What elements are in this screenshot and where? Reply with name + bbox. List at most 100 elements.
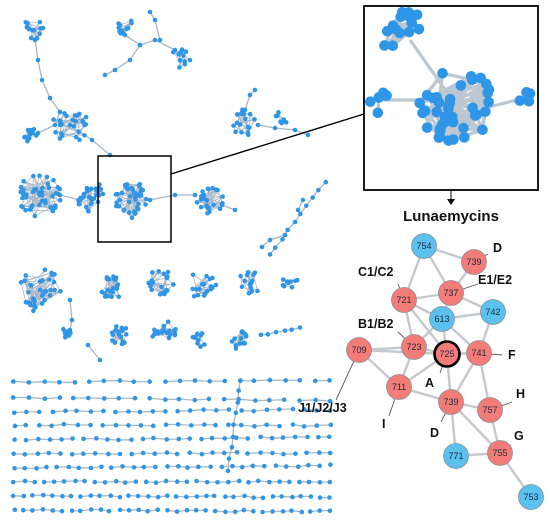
overview-node bbox=[31, 126, 37, 132]
overview-node bbox=[113, 328, 118, 333]
inset-node bbox=[465, 71, 477, 82]
overview-node bbox=[114, 283, 120, 289]
cluster-node-circle bbox=[461, 249, 487, 275]
overview-node bbox=[122, 32, 128, 38]
overview-node bbox=[53, 130, 58, 135]
overview-node bbox=[26, 300, 32, 306]
overview-node bbox=[47, 437, 53, 442]
overview-edge bbox=[119, 379, 134, 383]
overview-node bbox=[192, 397, 198, 403]
overview-node bbox=[35, 451, 41, 456]
overview-node bbox=[327, 408, 333, 413]
overview-node bbox=[22, 478, 28, 484]
overview-node bbox=[153, 464, 158, 470]
overview-node bbox=[172, 192, 178, 198]
overview-node bbox=[52, 122, 58, 128]
inset-nodes bbox=[365, 6, 536, 146]
overview-node bbox=[281, 117, 287, 122]
overview-node bbox=[297, 325, 303, 330]
overview-node bbox=[251, 378, 257, 384]
overview-edge bbox=[44, 381, 60, 383]
overview-node bbox=[84, 204, 89, 210]
overview-node bbox=[273, 329, 279, 335]
overview-node bbox=[78, 494, 83, 499]
overview-edge bbox=[315, 379, 330, 382]
inset-node bbox=[381, 25, 393, 37]
overview-node bbox=[99, 464, 104, 470]
overview-node bbox=[226, 407, 232, 412]
inset-node bbox=[427, 92, 439, 104]
overview-node bbox=[160, 328, 165, 334]
overview-node bbox=[66, 464, 72, 470]
overview-node bbox=[12, 437, 17, 442]
overview-node bbox=[23, 437, 29, 443]
overview-node bbox=[163, 397, 168, 402]
overview-node bbox=[72, 113, 78, 118]
overview-node bbox=[58, 451, 63, 456]
overview-node bbox=[264, 422, 269, 428]
overview-node bbox=[220, 194, 225, 199]
overview-node bbox=[297, 479, 302, 485]
overview-node bbox=[203, 508, 208, 513]
overview-node bbox=[31, 303, 37, 309]
overview-node bbox=[252, 117, 257, 122]
overview-edge bbox=[37, 124, 56, 134]
overview-node bbox=[114, 324, 119, 329]
overview-node bbox=[327, 495, 332, 500]
overview-node bbox=[272, 125, 278, 131]
overview-node bbox=[194, 287, 199, 292]
overview-edge bbox=[149, 397, 166, 401]
overview-node bbox=[283, 464, 289, 469]
overview-node bbox=[190, 272, 196, 278]
overview-node bbox=[81, 191, 87, 197]
overview-node bbox=[237, 378, 243, 383]
overview-node bbox=[37, 287, 43, 293]
overview-node bbox=[77, 137, 82, 143]
overview-node bbox=[97, 357, 103, 363]
overview-node bbox=[174, 509, 180, 514]
overview-node bbox=[141, 464, 147, 470]
overview-edge bbox=[20, 282, 27, 303]
overview-node bbox=[122, 340, 127, 345]
cluster-node-n711: 711 bbox=[386, 374, 412, 400]
ann-c1c2-label: C1/C2 bbox=[358, 265, 393, 279]
overview-node bbox=[92, 451, 98, 456]
inset-node bbox=[482, 87, 494, 99]
overview-node bbox=[252, 424, 257, 429]
overview-node bbox=[113, 422, 119, 428]
overview-node bbox=[22, 465, 27, 471]
overview-node bbox=[148, 283, 153, 289]
overview-node bbox=[129, 451, 134, 457]
overview-node bbox=[281, 451, 286, 457]
overview-node bbox=[173, 494, 179, 499]
overview-node bbox=[62, 329, 67, 334]
overview-node bbox=[101, 378, 107, 384]
overview-node bbox=[223, 494, 228, 499]
overview-node bbox=[280, 435, 286, 440]
overview-edge bbox=[13, 380, 29, 384]
overview-edge bbox=[200, 189, 217, 208]
overview-node bbox=[21, 178, 26, 184]
overview-node bbox=[194, 200, 200, 205]
overview-node bbox=[187, 57, 193, 63]
inset-node bbox=[421, 122, 433, 133]
overview-edge bbox=[294, 129, 309, 136]
inset-node bbox=[514, 95, 526, 106]
overview-node bbox=[317, 463, 323, 469]
cluster-node-label: 721 bbox=[396, 295, 411, 305]
inset-node bbox=[419, 105, 431, 117]
overview-node bbox=[86, 379, 92, 384]
overview-node bbox=[69, 508, 75, 514]
overview-node bbox=[50, 508, 56, 513]
overview-edge bbox=[63, 423, 78, 426]
cluster-node-circle bbox=[401, 334, 427, 360]
cluster-node-label: 755 bbox=[492, 448, 507, 458]
overview-node bbox=[51, 279, 57, 285]
overview-node bbox=[138, 186, 144, 192]
overview-node bbox=[280, 277, 286, 282]
overview-node bbox=[69, 317, 75, 323]
overview-node bbox=[272, 245, 278, 251]
overview-edge bbox=[244, 94, 251, 111]
overview-node bbox=[48, 205, 53, 210]
